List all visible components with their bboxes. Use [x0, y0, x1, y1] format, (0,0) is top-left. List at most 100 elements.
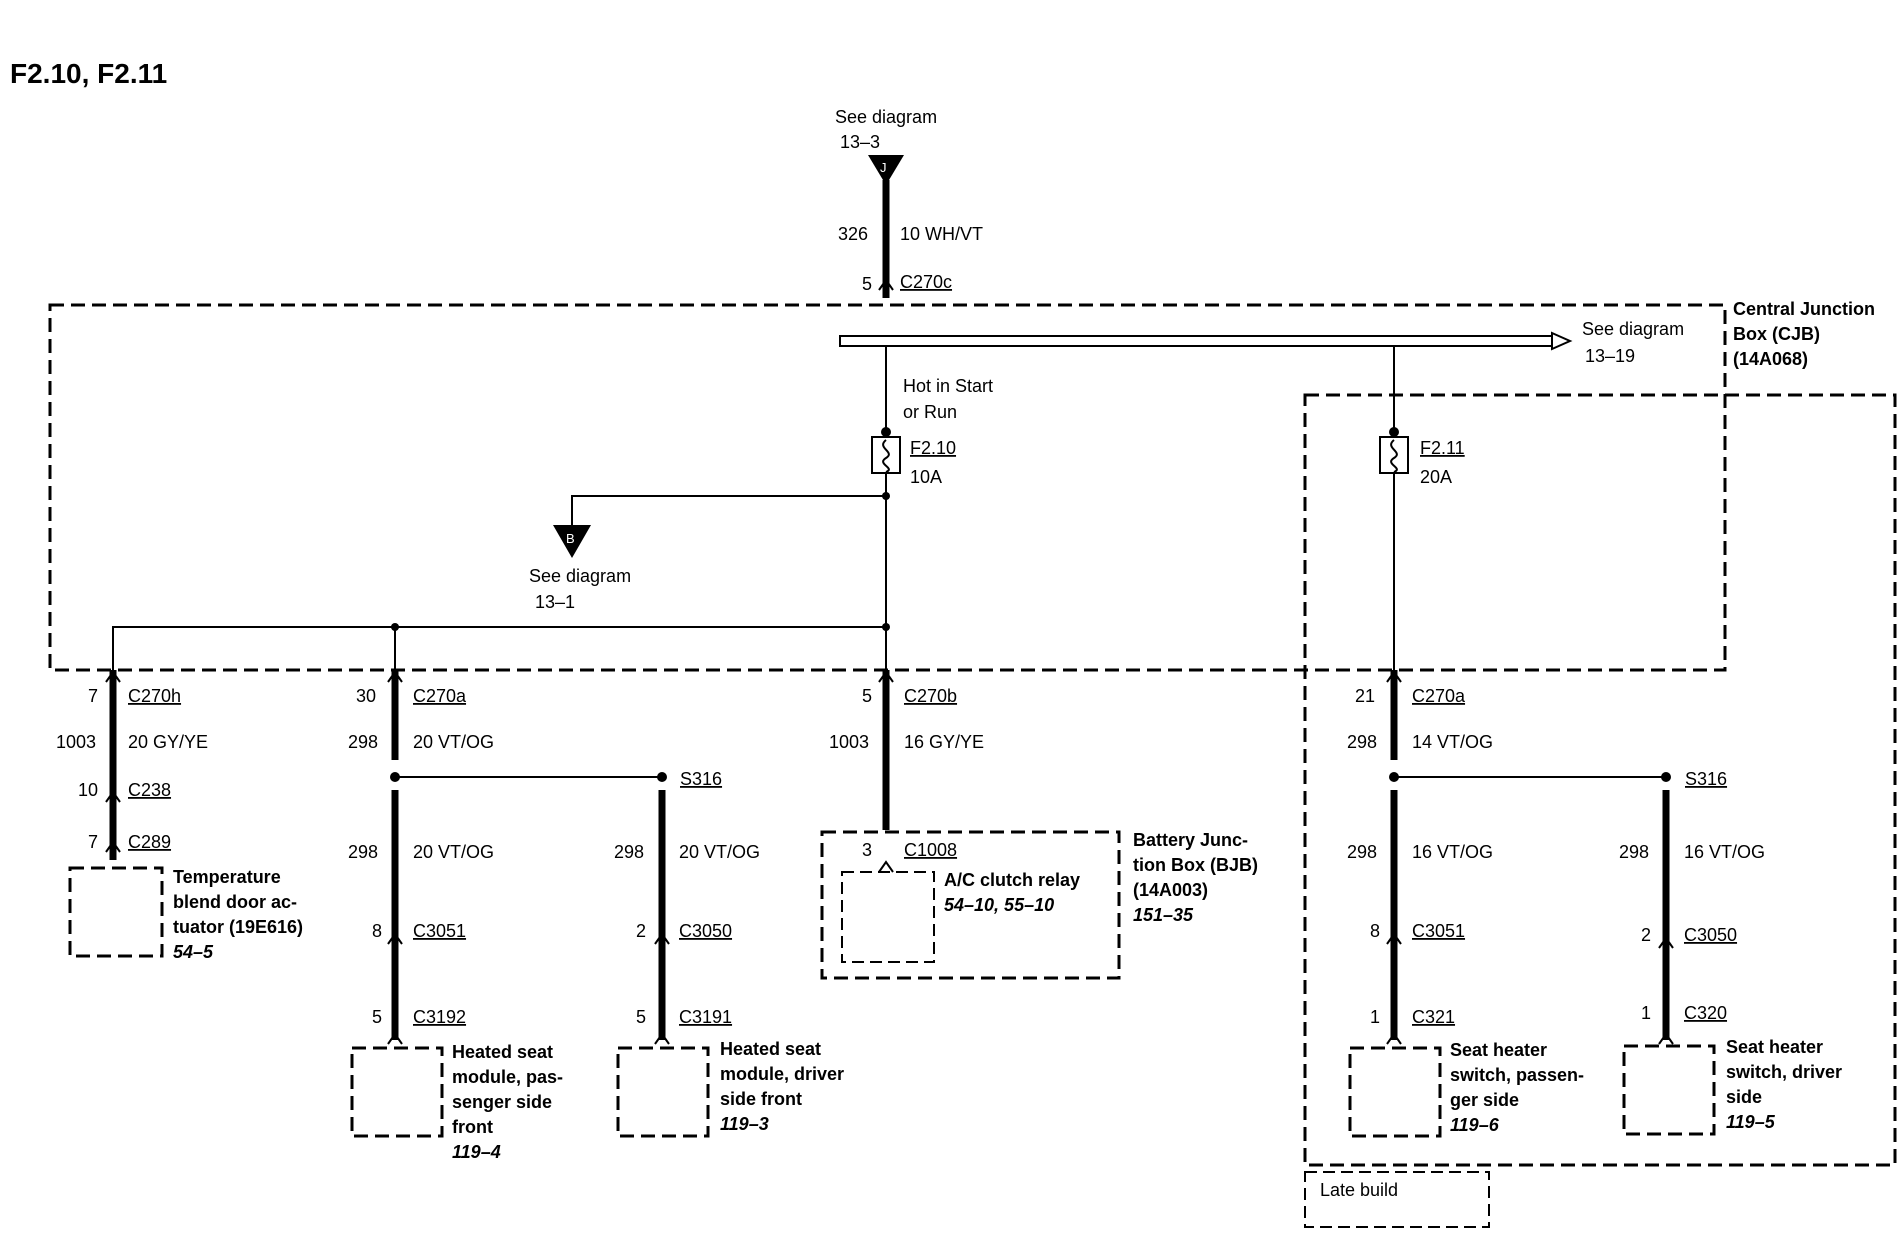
ac-relay-ref: 54–10, 55–10 [944, 895, 1054, 915]
top-ref-line2: 13–3 [840, 132, 880, 152]
cjb-box [48, 303, 1727, 672]
seat-switch-driver-box [1622, 1044, 1716, 1136]
seat-right-conn-mark [654, 932, 670, 945]
ac-conn1: C270b [904, 686, 957, 706]
late-left-pin2: 1 [1370, 1007, 1380, 1027]
feed-pin: 5 [862, 274, 872, 294]
bus-ref-line2: 13–19 [1585, 346, 1635, 366]
late-left-label-3: ger side [1450, 1090, 1519, 1110]
late-build-tag [1304, 1171, 1490, 1228]
late-right-label-3: side [1726, 1087, 1762, 1107]
seat-conn1: C270a [413, 686, 467, 706]
bus-ref-line1: See diagram [1582, 319, 1684, 339]
seat-right-conn2-mark [654, 1032, 670, 1045]
ac-conn1-mark [878, 670, 894, 683]
seat-right-circuit: 298 [614, 842, 644, 862]
fuse-a-top-dot [881, 427, 891, 437]
hot-label-line1: Hot in Start [903, 376, 993, 396]
cjb-line3: (14A068) [1733, 349, 1808, 369]
bus-arrow [1551, 331, 1573, 351]
seat-wire-color: 20 VT/OG [413, 732, 494, 752]
temp-circuit: 1003 [56, 732, 96, 752]
temp-conn3: C289 [128, 832, 171, 852]
diagram-title: F2.10, F2.11 [10, 58, 167, 89]
ref-b-triangle [553, 525, 591, 558]
ref-b-line1: See diagram [529, 566, 631, 586]
temp-conn1-mark [105, 670, 121, 683]
temp-pin3: 7 [88, 832, 98, 852]
seat-left-conn2-mark [387, 1032, 403, 1045]
seat-left-ref: 119–4 [452, 1142, 501, 1162]
seat-left-pin2: 5 [372, 1007, 382, 1027]
seat-right-label-3: side front [720, 1089, 802, 1109]
temp-label-1: Temperature [173, 867, 281, 887]
temp-conn3-mark [105, 840, 121, 853]
fuse-f2-10 [871, 436, 901, 474]
late-left-label-2: switch, passen- [1450, 1065, 1584, 1085]
hot-label-line2: or Run [903, 402, 957, 422]
late-right-circuit: 298 [1619, 842, 1649, 862]
ac-conn2: C1008 [904, 840, 957, 860]
temp-ref: 54–5 [173, 942, 214, 962]
temp-conn2: C238 [128, 780, 171, 800]
fuse-a-name: F2.10 [910, 438, 956, 458]
late-right-conn2-mark [1658, 1032, 1674, 1045]
seat-passenger-module-box [350, 1046, 444, 1138]
seat-left-pin: 8 [372, 921, 382, 941]
seat-right-conn: C3050 [679, 921, 732, 941]
seat-driver-module-box [616, 1046, 710, 1138]
ref-b-line2: 13–1 [535, 592, 575, 612]
late-left-circuit: 298 [1347, 842, 1377, 862]
seat-right-ref: 119–3 [720, 1114, 769, 1134]
ac-relay-box [841, 871, 935, 963]
late-right-ref: 119–5 [1726, 1112, 1776, 1132]
temp-conn2-mark [105, 790, 121, 803]
seat-left-label-4: front [452, 1117, 493, 1137]
late-right-wire-color: 16 VT/OG [1684, 842, 1765, 862]
seat-pin1: 30 [356, 686, 376, 706]
ref-j-triangle [868, 155, 904, 185]
seat-left-circuit: 298 [348, 842, 378, 862]
ac-relay-label: A/C clutch relay [944, 870, 1080, 890]
seat-splice: S316 [680, 769, 722, 789]
seat-left-conn-mark [387, 932, 403, 945]
seat-left-wire-color: 20 VT/OG [413, 842, 494, 862]
late-right-conn2: C320 [1684, 1003, 1727, 1023]
feed-circuit: 326 [838, 224, 868, 244]
late-splice-dot [1661, 772, 1671, 782]
temp-conn1: C270h [128, 686, 181, 706]
seat-right-pin2: 5 [636, 1007, 646, 1027]
late-conn1-mark [1386, 670, 1402, 683]
late-right-conn: C3050 [1684, 925, 1737, 945]
seat-left-conn: C3051 [413, 921, 466, 941]
temp-label-3: tuator (19E616) [173, 917, 303, 937]
top-ref-line1: See diagram [835, 107, 937, 127]
seat-right-label-2: module, driver [720, 1064, 844, 1084]
late-left-conn-mark [1386, 932, 1402, 945]
seat-conn1-mark [387, 670, 403, 683]
ac-conn2-mark [878, 860, 894, 873]
ref-b-letter: B [566, 531, 575, 546]
seat-left-label-3: senger side [452, 1092, 552, 1112]
seat-left-label-1: Heated seat [452, 1042, 553, 1062]
seat-right-conn2: C3191 [679, 1007, 732, 1027]
seat-right-wire-color: 20 VT/OG [679, 842, 760, 862]
seat-splice-dot [657, 772, 667, 782]
seat-circuit: 298 [348, 732, 378, 752]
fuse-a-rating: 10A [910, 467, 942, 487]
seat-junction-dot [391, 623, 399, 631]
late-left-label-1: Seat heater [1450, 1040, 1547, 1060]
temp-wire-color: 20 GY/YE [128, 732, 208, 752]
late-circuit: 298 [1347, 732, 1377, 752]
late-pin1: 21 [1355, 686, 1375, 706]
ref-b-wire [571, 495, 886, 525]
late-right-conn-mark [1658, 936, 1674, 949]
bus-bar [839, 335, 1556, 347]
temp-pin2: 10 [78, 780, 98, 800]
late-right-label-2: switch, driver [1726, 1062, 1842, 1082]
ac-pin1: 5 [862, 686, 872, 706]
feed-connector: C270c [900, 272, 952, 292]
late-left-conn: C3051 [1412, 921, 1465, 941]
bjb-label-1: Battery Junc- [1133, 830, 1248, 850]
